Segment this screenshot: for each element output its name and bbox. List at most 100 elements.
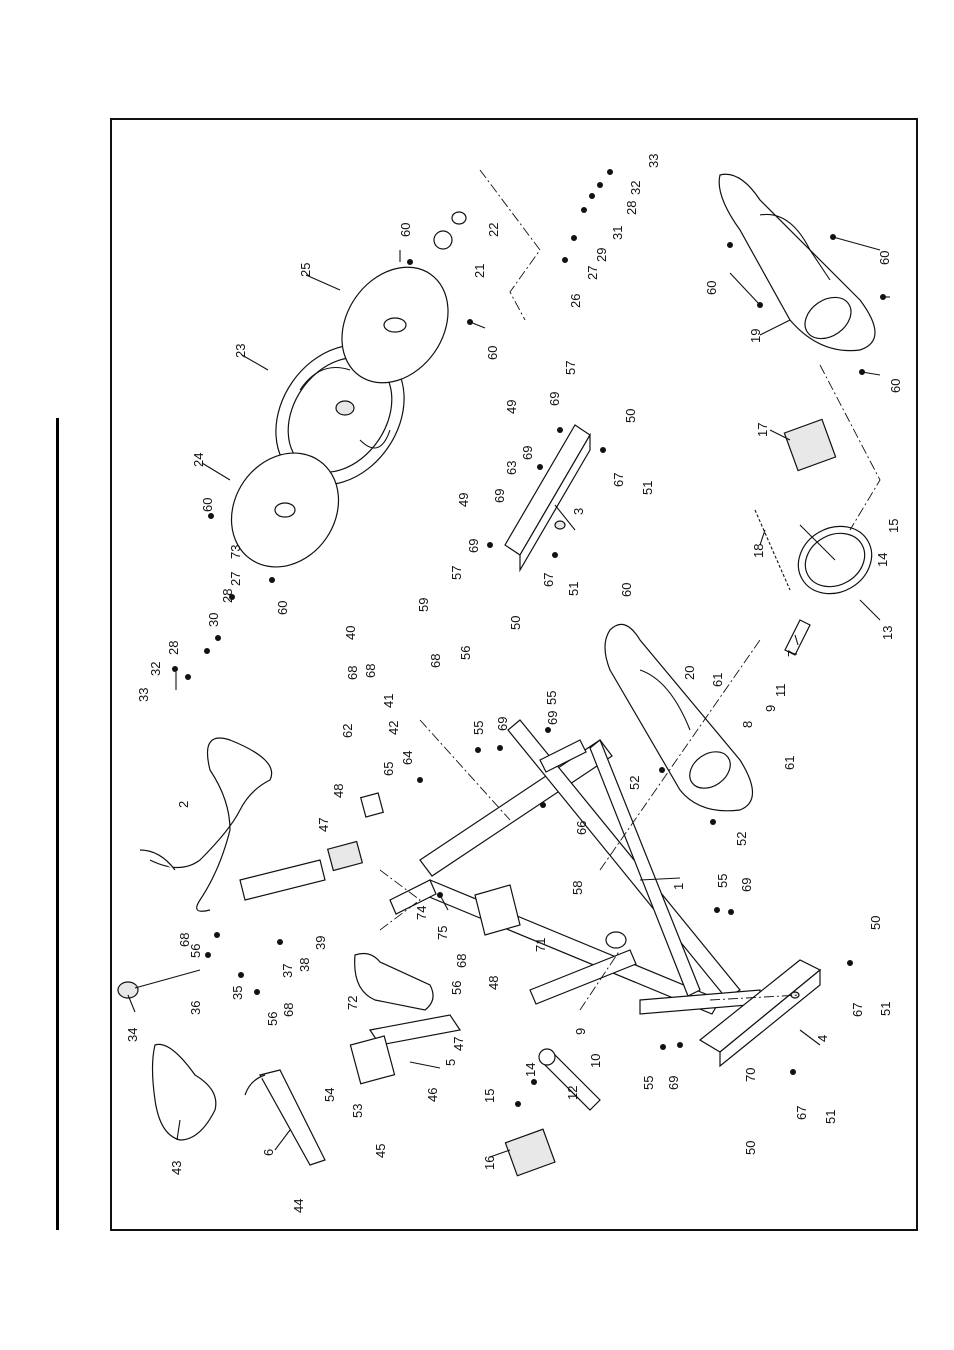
part-label: 31 <box>610 226 625 240</box>
part-label: 55 <box>715 874 730 888</box>
part-label: 60 <box>200 498 215 512</box>
part-label: 24 <box>191 453 206 467</box>
part-label: 48 <box>331 784 346 798</box>
part-label: 52 <box>734 832 749 846</box>
part-label: 68 <box>428 654 443 668</box>
part-label: 74 <box>414 906 429 920</box>
part-label: 36 <box>188 1001 203 1015</box>
part-label: 69 <box>547 392 562 406</box>
front-stabilizer <box>504 424 591 573</box>
handlebar <box>139 737 273 912</box>
part-label: 14 <box>875 553 890 567</box>
tension-knob <box>117 969 201 999</box>
part-label: 37 <box>280 964 295 978</box>
part-label: 68 <box>454 954 469 968</box>
part-label: 51 <box>823 1110 838 1124</box>
console <box>474 884 521 936</box>
part-label: 20 <box>682 666 697 680</box>
part-label: 27 <box>228 572 243 586</box>
part-label: 49 <box>504 400 519 414</box>
part-label: 68 <box>363 664 378 678</box>
part-label: 41 <box>381 694 396 708</box>
margin-rule <box>56 418 59 1230</box>
part-label: 56 <box>458 646 473 660</box>
part-label: 63 <box>504 461 519 475</box>
part-label: 6 <box>261 1149 276 1156</box>
part-label: 15 <box>886 519 901 533</box>
part-label: 67 <box>611 473 626 487</box>
part-label: 9 <box>763 705 778 712</box>
part-label: 33 <box>136 688 151 702</box>
part-label: 29 <box>594 248 609 262</box>
part-label: 18 <box>751 544 766 558</box>
part-label: 51 <box>640 481 655 495</box>
part-label: 62 <box>340 724 355 738</box>
chain <box>754 509 791 591</box>
rear-stabilizer <box>698 959 822 1068</box>
part-label: 72 <box>345 996 360 1010</box>
part-label: 28 <box>220 589 235 603</box>
part-label: 68 <box>177 933 192 947</box>
part-label: 42 <box>386 721 401 735</box>
chainguard-left <box>604 623 753 812</box>
part-label: 70 <box>743 1068 758 1082</box>
part-label: 54 <box>322 1088 337 1102</box>
part-label: 46 <box>425 1088 440 1102</box>
part-label: 28 <box>166 641 181 655</box>
pedal-right <box>783 418 837 472</box>
part-label: 60 <box>275 601 290 615</box>
part-label: 26 <box>568 294 583 308</box>
part-label: 19 <box>748 329 763 343</box>
part-label: 60 <box>877 251 892 265</box>
part-label: 55 <box>471 721 486 735</box>
part-label: 25 <box>298 263 313 277</box>
part-label: 67 <box>794 1106 809 1120</box>
part-label: 32 <box>628 181 643 195</box>
part-label: 69 <box>466 539 481 553</box>
part-label: 22 <box>486 223 501 237</box>
part-label: 34 <box>125 1028 140 1042</box>
small-sprocket <box>433 211 467 250</box>
part-label: 75 <box>435 926 450 940</box>
part-label: 32 <box>148 662 163 676</box>
part-label: 61 <box>710 673 725 687</box>
part-label: 69 <box>739 878 754 892</box>
part-label: 38 <box>297 958 312 972</box>
part-label: 68 <box>281 1003 296 1017</box>
part-label: 60 <box>619 583 634 597</box>
part-labels: 1 2 3 4 5 6 7 8 9 9 10 11 12 13 14 14 15… <box>125 154 903 1213</box>
part-label: 5 <box>443 1059 458 1066</box>
part-label: 8 <box>740 721 755 728</box>
part-label: 48 <box>486 976 501 990</box>
part-label: 28 <box>624 201 639 215</box>
part-label: 14 <box>523 1063 538 1077</box>
part-label: 17 <box>755 423 770 437</box>
part-label: 60 <box>888 379 903 393</box>
part-label: 51 <box>566 582 581 596</box>
part-label: 69 <box>492 489 507 503</box>
part-label: 30 <box>206 613 221 627</box>
part-label: 21 <box>472 264 487 278</box>
part-label: 45 <box>373 1144 388 1158</box>
part-label: 12 <box>565 1086 580 1100</box>
part-label: 73 <box>228 545 243 559</box>
seat-slider <box>349 1014 462 1085</box>
upper-stem <box>239 792 385 901</box>
pedal-left <box>504 1128 556 1177</box>
part-label: 47 <box>451 1037 466 1051</box>
part-label: 60 <box>485 346 500 360</box>
part-label: 56 <box>265 1012 280 1026</box>
part-label: 23 <box>233 344 248 358</box>
part-label: 50 <box>743 1141 758 1155</box>
part-label: 10 <box>588 1054 603 1068</box>
part-label: 69 <box>495 717 510 731</box>
leader-lines <box>127 236 890 1158</box>
part-label: 50 <box>868 916 883 930</box>
part-label: 44 <box>291 1199 306 1213</box>
part-label: 51 <box>878 1002 893 1016</box>
part-label: 55 <box>641 1076 656 1090</box>
part-label: 47 <box>316 818 331 832</box>
part-label: 61 <box>782 756 797 770</box>
part-label: 50 <box>508 616 523 630</box>
